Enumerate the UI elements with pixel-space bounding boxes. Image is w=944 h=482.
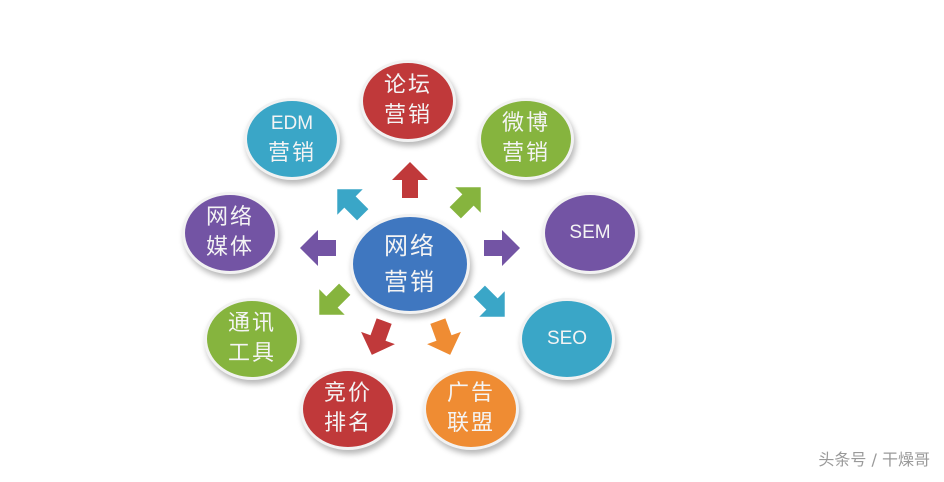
center-node-network-marketing: 网络 营销 (350, 214, 470, 314)
node-forum-marketing: 论坛 营销 (360, 60, 456, 142)
node-label: 广告 (446, 381, 495, 406)
arrow-down-left-icon (352, 312, 403, 363)
node-label: 营销 (383, 103, 432, 128)
node-sem: SEM (542, 192, 638, 274)
node-label: 联盟 (446, 411, 495, 436)
node-label: EDM (270, 113, 314, 134)
arrow-down-right-icon (464, 276, 521, 333)
node-label: 论坛 (383, 73, 432, 98)
node-label: 网络 (205, 205, 254, 230)
node-im-tools: 通讯 工具 (204, 298, 300, 380)
node-label: 工具 (227, 341, 276, 366)
node-label: 排名 (323, 411, 372, 436)
arrow-left-icon (298, 228, 338, 268)
node-web-media: 网络 媒体 (182, 192, 278, 274)
node-weibo-marketing: 微博 营销 (478, 98, 574, 180)
node-label: 微博 (501, 111, 550, 136)
arrow-right-icon (482, 228, 522, 268)
arrow-down-right-orange-icon (418, 312, 469, 363)
node-bidding-ranking: 竞价 排名 (300, 368, 396, 450)
node-label: SEO (546, 328, 588, 349)
arrow-up-right-icon (440, 172, 497, 229)
center-line-1: 网络 (384, 232, 436, 260)
node-ad-alliance: 广告 联盟 (423, 368, 519, 450)
center-line-2: 营销 (384, 268, 436, 296)
node-label: 通讯 (227, 311, 276, 336)
node-label: SEM (569, 222, 611, 243)
arrow-up-left-icon (322, 174, 379, 231)
node-label: 竞价 (323, 381, 372, 406)
arrow-up-icon (390, 160, 430, 200)
node-label: 媒体 (205, 235, 254, 260)
node-label: 营销 (501, 141, 550, 166)
watermark-text: 头条号 / 干燥哥 (818, 450, 930, 469)
node-edm-marketing: EDM 营销 (244, 98, 340, 180)
node-seo: SEO (519, 298, 615, 380)
arrow-down-left-green-icon (304, 274, 361, 331)
node-label: 营销 (267, 141, 316, 166)
